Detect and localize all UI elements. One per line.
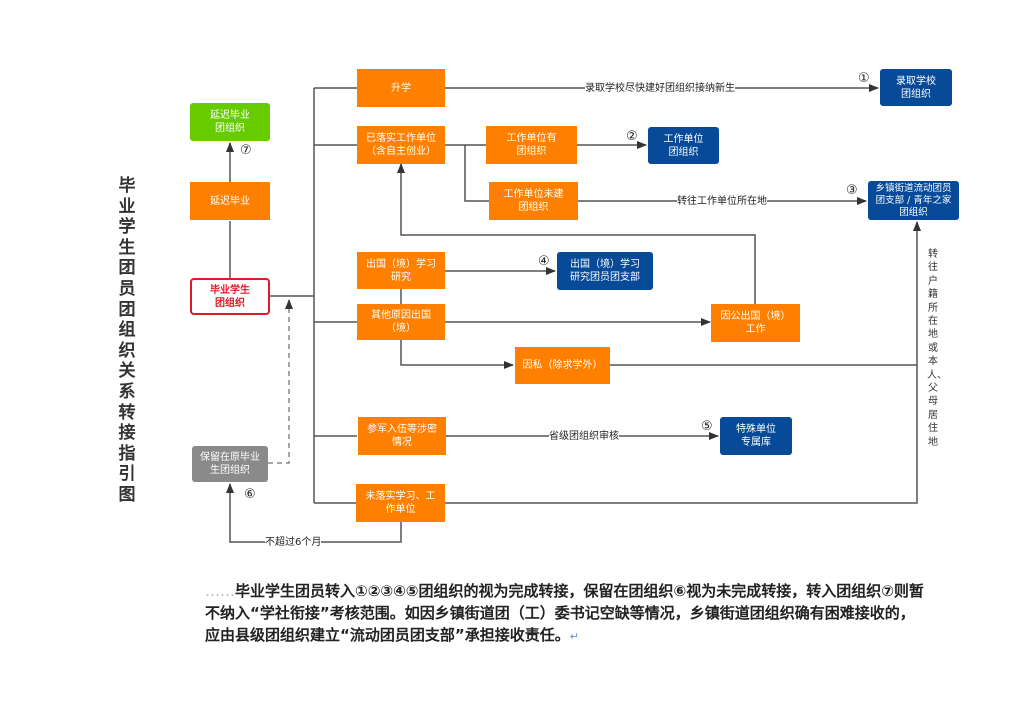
edge-unemployed-to-hukou	[445, 221, 921, 504]
edge-label-provincial: 省级团组织审核	[549, 431, 619, 443]
node-dest-school: 录取学校 团组织	[880, 69, 952, 106]
node-employer-has-org: 工作单位有 团组织	[486, 126, 577, 164]
marker-4: ④	[538, 254, 550, 269]
node-abroad-study: 出国（境）学习 研究	[357, 252, 445, 289]
edge-abroad-other-to-private	[400, 340, 514, 369]
node-dest-employer: 工作单位 团组织	[648, 127, 719, 164]
page-title: 毕业学生团员团组织关系转接指引图	[118, 176, 136, 505]
marker-2: ②	[626, 129, 638, 144]
node-graduate-org: 毕业学生 团组织	[190, 278, 270, 315]
edge-label-hukou: 转往户籍所在地或本人、父母居住地	[927, 249, 947, 448]
node-delay-grad: 延迟毕业	[190, 182, 270, 220]
edge-retain-dashed	[268, 299, 293, 464]
footnote: ……毕业学生团员转入①②③④⑤团组织的视为完成转接，保留在团组织⑥视为未完成转接…	[205, 580, 925, 648]
node-dest-township: 乡镇街道流动团员 团支部 / 青年之家 团组织	[868, 181, 959, 220]
node-employed: 已落实工作单位 （含自主创业）	[357, 126, 445, 164]
footnote-leader: ……	[205, 582, 235, 600]
marker-7: ⑦	[240, 143, 252, 158]
marker-5: ⑤	[701, 419, 713, 434]
marker-6: ⑥	[244, 487, 256, 502]
node-dest-special: 特殊单位 专属库	[720, 417, 792, 455]
node-employer-no-org: 工作单位未建 团组织	[489, 182, 578, 220]
node-further-study: 升学	[357, 69, 445, 107]
edge-label-workplace: 转往工作单位所在地	[677, 196, 767, 208]
edge-official-to-employed	[397, 163, 756, 304]
marker-3: ③	[846, 183, 858, 198]
return-mark-icon: ↵	[569, 630, 579, 643]
node-retain-org: 保留在原毕业 生团组织	[192, 446, 268, 482]
node-unemployed: 未落实学习、工 作单位	[356, 484, 445, 522]
node-dest-abroad-branch: 出国（境）学习 研究团员团支部	[557, 252, 653, 290]
node-abroad-private: 因私（除求学外）	[515, 347, 610, 384]
node-delay-grad-org: 延迟毕业 团组织	[190, 103, 270, 141]
footnote-text: 毕业学生团员转入①②③④⑤团组织的视为完成转接，保留在团组织⑥视为未完成转接，转…	[205, 582, 924, 644]
node-abroad-other: 其他原因出国 （境）	[357, 304, 445, 340]
marker-1: ①	[858, 71, 870, 86]
edge-label-six-months: 不超过6个月	[265, 537, 322, 549]
edge-employed-branch	[464, 145, 489, 202]
edge-label-school: 录取学校尽快建好团组织接纳新生	[585, 83, 735, 95]
node-abroad-official: 因公出国（境） 工作	[711, 304, 800, 342]
node-military: 参军入伍等涉密 情况	[358, 417, 446, 455]
